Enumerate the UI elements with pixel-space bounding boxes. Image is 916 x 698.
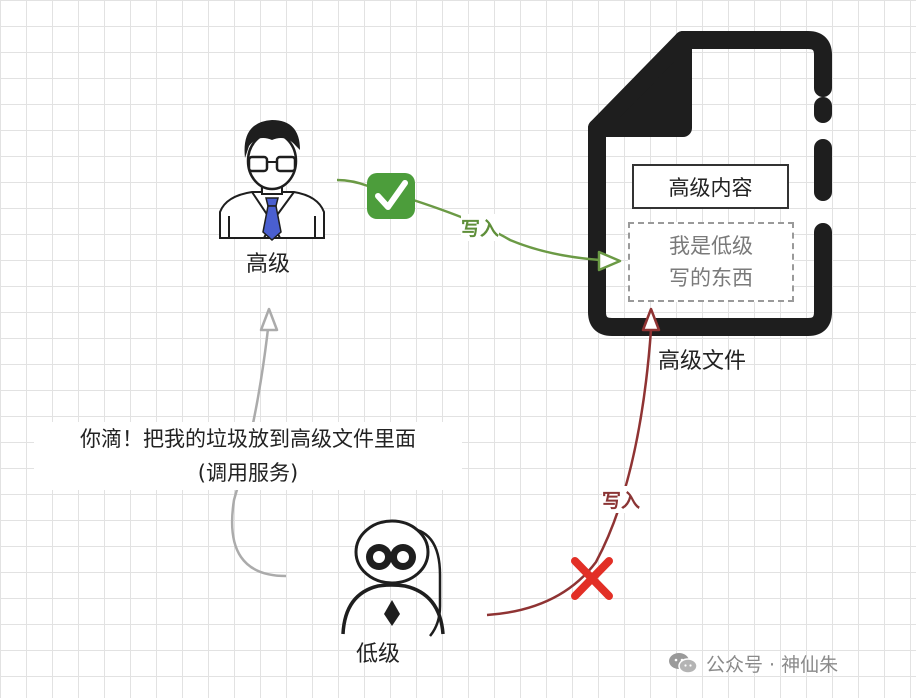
cross-icon — [571, 557, 613, 600]
low-write-edge — [486, 329, 653, 617]
wechat-icon — [669, 653, 698, 674]
low-content-box: 我是低级 写的东西 — [628, 222, 794, 302]
callout-line-1: 你滴！把我的垃圾放到高级文件里面 — [80, 427, 416, 451]
call-service-callout: 你滴！把我的垃圾放到高级文件里面 (调用服务) — [34, 422, 462, 490]
low-user-label: 低级 — [356, 642, 401, 667]
call-service-arrowhead — [259, 307, 279, 332]
file-label: 高级文件 — [658, 349, 747, 374]
high-write-arrowhead — [597, 250, 622, 272]
low-write-arrowhead — [641, 307, 661, 332]
call-service-edge — [230, 319, 287, 578]
callout-line-2: (调用服务) — [197, 461, 299, 485]
check-icon — [367, 173, 415, 219]
high-content-text: 高级内容 — [668, 175, 753, 200]
high-user-label: 高级 — [246, 252, 291, 277]
low-content-line-2: 写的东西 — [669, 266, 753, 290]
businessman-icon — [219, 120, 325, 242]
watermark: 公众号 · 神仙朱 — [668, 650, 838, 676]
file-document-icon — [588, 31, 832, 336]
high-write-label: 写入 — [461, 214, 500, 241]
low-level-user-icon — [341, 519, 445, 637]
high-content-box: 高级内容 — [632, 164, 789, 209]
watermark-text: 公众号 · 神仙朱 — [706, 653, 839, 676]
low-write-label: 写入 — [602, 486, 641, 513]
low-content-line-1: 我是低级 — [669, 234, 753, 258]
